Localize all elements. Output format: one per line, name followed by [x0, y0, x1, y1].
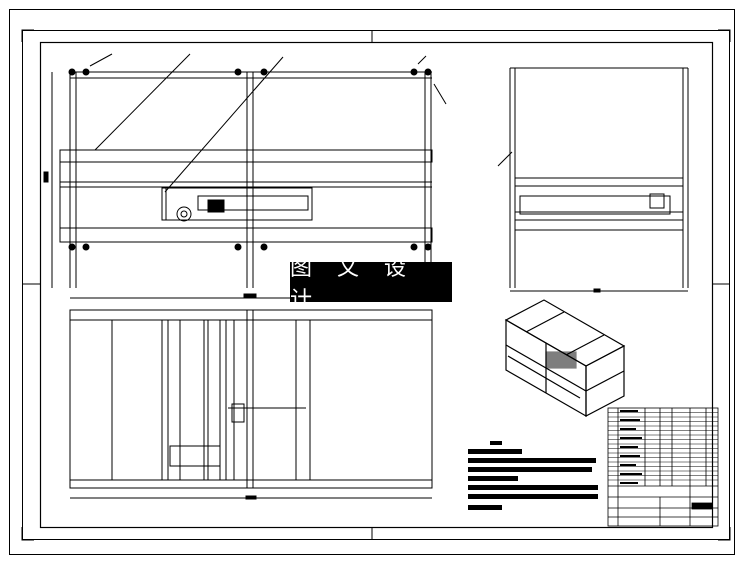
- front-view: [43, 53, 447, 299]
- side-view: [497, 67, 689, 293]
- design-stamp: 图 文 设 计: [290, 256, 452, 313]
- parts-list-table: [607, 407, 719, 527]
- sheet-border: [9, 9, 735, 555]
- isometric-view: [504, 299, 626, 418]
- technical-notes: [468, 441, 598, 510]
- top-view: [69, 309, 433, 500]
